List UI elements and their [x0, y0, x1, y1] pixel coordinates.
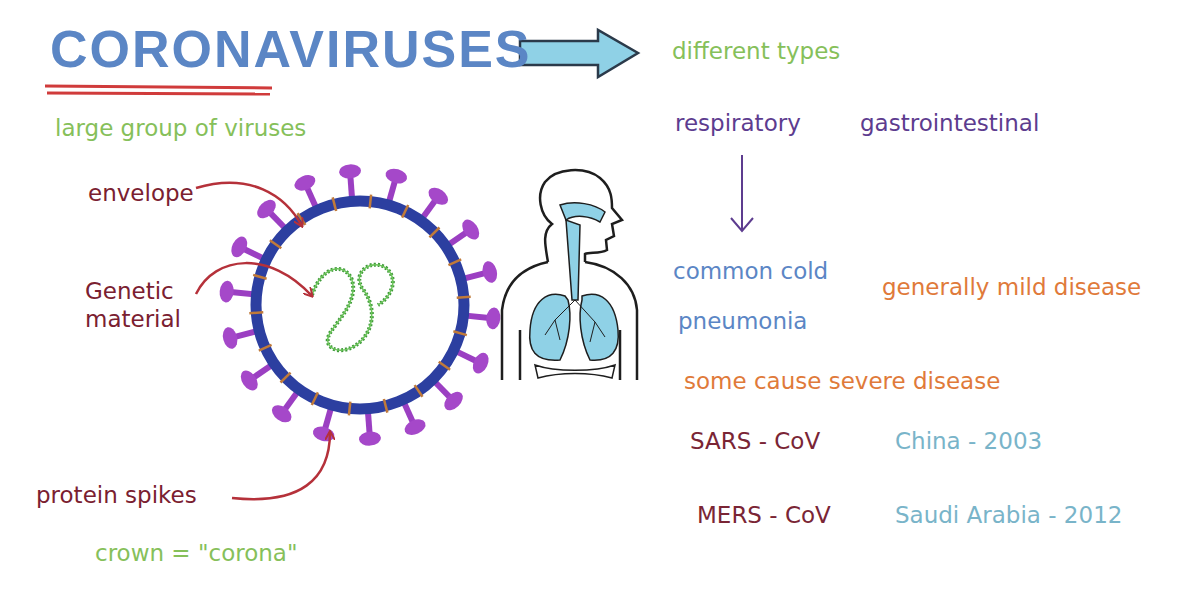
- virus-drawing: [219, 164, 502, 447]
- note: some cause severe disease: [684, 368, 1000, 396]
- note: generally mild disease: [882, 274, 1141, 302]
- part-name: Genetic material: [85, 278, 215, 333]
- disease: common cold: [673, 258, 828, 286]
- part-name: protein spikes: [36, 482, 197, 510]
- down-arrow: [731, 155, 753, 231]
- note: different types: [672, 38, 840, 66]
- virus-name: SARS - CoV: [690, 428, 820, 456]
- airway: [530, 203, 619, 378]
- note: large group of viruses: [55, 115, 306, 143]
- underline: [45, 86, 272, 88]
- leader-arrow: [196, 183, 302, 226]
- category: gastrointestinal: [860, 110, 1039, 138]
- note: crown = "corona": [95, 540, 298, 568]
- leader-arrow: [196, 263, 312, 296]
- underline: [47, 93, 270, 94]
- category: respiratory: [675, 110, 801, 138]
- disease: pneumonia: [678, 308, 807, 336]
- virus-name: MERS - CoV: [697, 502, 831, 530]
- part-name: envelope: [88, 180, 194, 208]
- leader-arrow: [232, 432, 330, 499]
- bronchi: [545, 300, 605, 342]
- human-figure: [502, 170, 637, 380]
- place-year: China - 2003: [895, 428, 1042, 456]
- block-arrow: [520, 30, 638, 77]
- place-year: Saudi Arabia - 2012: [895, 502, 1122, 530]
- title: CORONAVIRUSES: [50, 18, 532, 80]
